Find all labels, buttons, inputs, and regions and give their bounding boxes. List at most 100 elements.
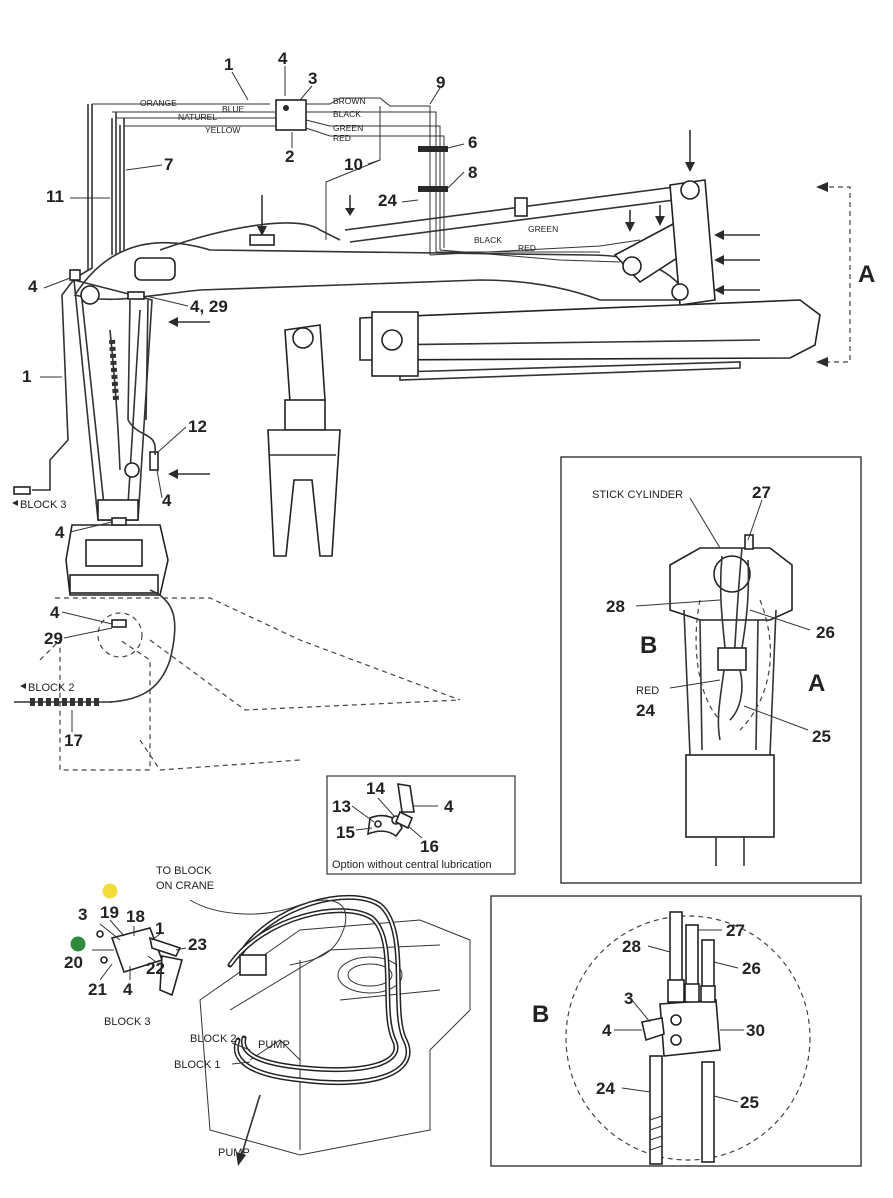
- block-labels-main: BLOCK 3 BLOCK 2: [12, 499, 74, 694]
- main-callouts: 1 4 3 2 7 11 9 6 8 10 24 4 4, 29 1 12 4 …: [22, 49, 477, 750]
- screw-13: [374, 820, 382, 828]
- slew-motor: [85, 539, 143, 567]
- view-b-detail-label: B: [640, 632, 657, 659]
- detail-b-circle: [565, 915, 811, 1161]
- main-fittings: [13, 269, 159, 628]
- label-orange: ORANGE: [140, 98, 177, 108]
- to-block-line2: ON CRANE: [156, 880, 214, 892]
- callout-11: 11: [46, 187, 64, 206]
- column-base-plate: [97, 499, 139, 521]
- callout-4f: 4: [444, 797, 454, 816]
- callout-10: 10: [344, 155, 363, 174]
- stick-cylinder-eye: [713, 555, 751, 593]
- leader-lines: [40, 66, 465, 732]
- callout-23: 23: [188, 935, 207, 954]
- grapple-legs: [715, 837, 745, 866]
- callout-4a: 4: [278, 49, 288, 68]
- callout-4h: 4: [602, 1021, 612, 1040]
- callout-8: 8: [468, 163, 477, 182]
- tank-opening: [337, 956, 403, 994]
- valve-block-30: [659, 999, 721, 1057]
- callout-6: 6: [468, 133, 477, 152]
- callout-27b: 27: [726, 921, 745, 940]
- fitting-4-29: [127, 291, 145, 300]
- label-black: BLACK: [333, 109, 361, 119]
- callout-4e: 4: [50, 603, 60, 622]
- hose-10: [325, 106, 381, 240]
- clamp-6: [418, 146, 448, 152]
- distributor-wiring: [92, 97, 641, 263]
- knuckle-lower-pin: [671, 283, 689, 301]
- callout-9: 9: [436, 73, 445, 92]
- rotator-pin: [292, 327, 314, 349]
- distributor-block: [275, 99, 307, 131]
- fitting-4-option: [397, 783, 415, 813]
- detail-a-panel: STICK CYLINDER 27 28 26 B A RED 24 25: [560, 456, 862, 884]
- callout-26b: 26: [742, 959, 761, 978]
- knuckle-pin: [680, 180, 700, 200]
- vehicle-frame-dash: [55, 597, 461, 711]
- option-panel: 13 14 15 16 4 Option without central lub…: [326, 775, 516, 875]
- callout-27a: 27: [752, 483, 771, 502]
- cylinder-pin: [124, 462, 140, 478]
- fitting-4d: [111, 517, 127, 526]
- callout-30: 30: [746, 1021, 765, 1040]
- block3-port: [148, 936, 182, 957]
- option-caption: Option without central lubrication: [332, 859, 492, 871]
- view-a-bracket: A: [816, 182, 875, 367]
- hose-27: [685, 924, 699, 986]
- label-green: GREEN: [333, 123, 363, 133]
- boom-top-edge: [159, 222, 341, 251]
- view-b-bottom-label: B: [532, 1001, 549, 1028]
- block3-detail: 3 19 18 1 23 20 22 21 4 BLOCK 3: [64, 883, 207, 1028]
- label-boom-red: RED: [518, 243, 536, 253]
- fitting-3-4: [641, 1017, 665, 1042]
- black-wire: [306, 111, 437, 252]
- cylinder-collar: [514, 197, 528, 217]
- callout-28b: 28: [622, 937, 641, 956]
- callout-7: 7: [164, 155, 173, 174]
- callout-3a: 3: [308, 69, 317, 88]
- callout-24c: 24: [596, 1079, 615, 1098]
- boom-wire-red: [439, 249, 621, 263]
- pump-line: [239, 1094, 261, 1161]
- clamp-8: [418, 186, 448, 192]
- callout-1b: 1: [22, 367, 31, 386]
- callout-24a: 24: [378, 191, 397, 210]
- view-a-label: A: [858, 261, 875, 288]
- callout-14: 14: [366, 779, 385, 798]
- callout-18: 18: [126, 907, 145, 926]
- callout-3b: 3: [78, 905, 87, 924]
- callout-4d: 4: [55, 523, 65, 542]
- valve-block-detail: [717, 647, 747, 671]
- fitting-27-detail: [744, 534, 754, 550]
- base-mount: [69, 574, 159, 594]
- callout-20: 20: [64, 953, 83, 972]
- column-hose: [109, 329, 121, 471]
- to-block-line1: TO BLOCK: [156, 865, 212, 877]
- callout-4c: 4: [162, 491, 172, 510]
- detail-b-panel: 28 27 26 3 4 30 24 25 B: [490, 895, 862, 1167]
- callout-4b: 4: [28, 277, 38, 296]
- callout-26a: 26: [816, 623, 835, 642]
- truck-body: [199, 919, 471, 1156]
- fitting-12: [149, 451, 159, 471]
- callout-16: 16: [420, 837, 439, 856]
- callout-15: 15: [336, 823, 355, 842]
- callout-25a: 25: [812, 727, 831, 746]
- boom-window: [134, 257, 176, 281]
- block1-label: BLOCK 1: [174, 1059, 220, 1071]
- grapple: [267, 429, 341, 557]
- hose-28: [669, 911, 683, 983]
- stick-cylinder-label: STICK CYLINDER: [592, 489, 683, 501]
- marker-green: [70, 936, 86, 952]
- brown-wire: [306, 97, 431, 255]
- hose-26: [701, 939, 715, 989]
- tank-dash: [39, 638, 151, 771]
- pointer-arrows: [168, 130, 760, 479]
- block3-label: BLOCK 3: [104, 1016, 150, 1028]
- block3-fitting: [13, 486, 31, 495]
- stick-inner-sides: [699, 619, 759, 751]
- label-red: RED: [333, 133, 351, 143]
